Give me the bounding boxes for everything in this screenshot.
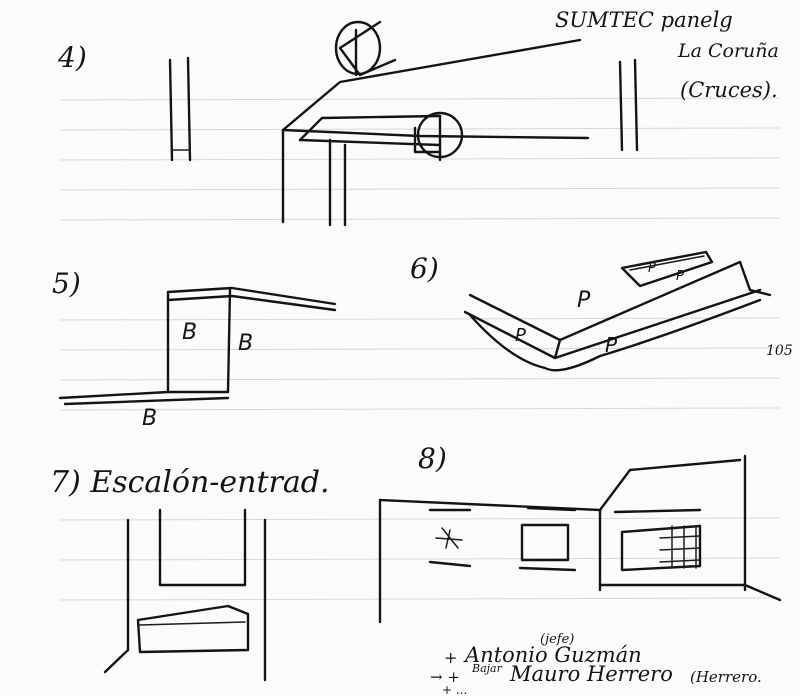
sketch-number-6: 6) bbox=[410, 252, 439, 285]
label-b: B bbox=[238, 331, 254, 356]
label-b: B bbox=[182, 320, 198, 345]
sketch-5-drawing bbox=[58, 286, 337, 406]
sketch-7-drawing bbox=[103, 508, 267, 682]
note-line1-note: (jefe) bbox=[540, 632, 575, 647]
note-line2-small: Bajar bbox=[472, 662, 502, 675]
note-line1-prefix: + bbox=[444, 648, 458, 667]
caption-escalon-entrada: 7) Escalón-entrad. bbox=[50, 465, 330, 500]
label-p: P bbox=[648, 261, 656, 276]
label-b: B bbox=[142, 406, 158, 431]
sketch-6-drawing bbox=[463, 250, 772, 372]
show-through-texture bbox=[59, 97, 781, 601]
label-p: P bbox=[515, 325, 526, 346]
note-line2: Mauro Herrero bbox=[510, 662, 673, 686]
header-line3: (Cruces). bbox=[680, 78, 778, 102]
sketch-number-8: 8) bbox=[418, 442, 447, 475]
label-p: P bbox=[605, 333, 618, 357]
note-line2-prefix: → + bbox=[430, 668, 460, 686]
header-line1: SUMTEC panelg bbox=[555, 8, 733, 32]
sketch-8-drawing bbox=[378, 454, 782, 624]
page-number: 105 bbox=[766, 343, 793, 359]
sketch-4-drawing bbox=[168, 20, 639, 227]
note-line2-note: (Herrero. bbox=[690, 668, 762, 686]
label-p: P bbox=[676, 269, 684, 284]
header-line2: La Coruña bbox=[678, 40, 779, 62]
sketch-number-4: 4) bbox=[58, 41, 87, 74]
note-line3: + ... bbox=[442, 683, 468, 697]
note-line1: Antonio Guzmán bbox=[465, 643, 642, 667]
label-p: P bbox=[577, 288, 591, 313]
sketch-number-5: 5) bbox=[52, 267, 81, 300]
